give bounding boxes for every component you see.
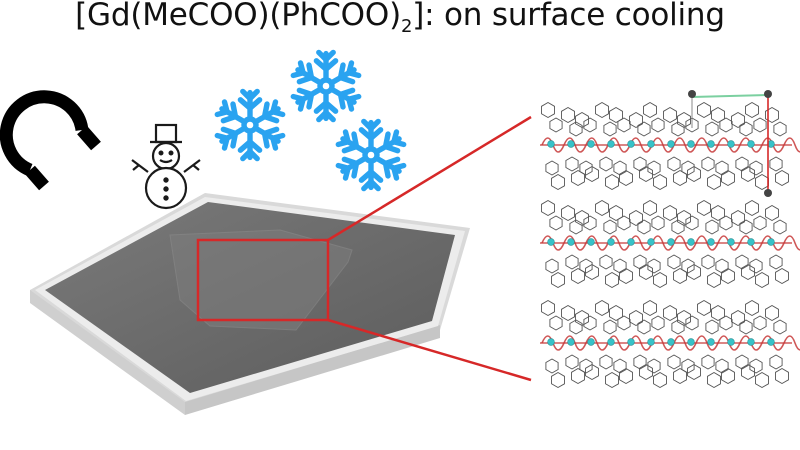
- snowflakes-group: [214, 49, 407, 192]
- thin-film: [169, 229, 353, 331]
- figure-title: [Gd(MeCOO)(PhCOO)2]: on surface cooling: [0, 0, 800, 49]
- magnet-icon: [0, 90, 101, 199]
- zoom-highlight: [196, 115, 532, 382]
- highlight-box: [196, 238, 330, 322]
- title-prefix: [Gd(MeCOO)(PhCOO): [75, 0, 401, 33]
- substrate-slab: [30, 193, 470, 415]
- snowflake-icon: [290, 49, 362, 123]
- coordination-chain: [540, 199, 800, 289]
- zoom-line-bottom: [327, 318, 532, 382]
- coordination-chain: [540, 299, 800, 389]
- title-suffix: ]: on surface cooling: [412, 0, 725, 33]
- zoom-line-top: [327, 115, 532, 242]
- snowflake-icon: [214, 88, 286, 162]
- snowflake-icon: [335, 118, 407, 192]
- title-subscript: 2: [400, 16, 413, 37]
- crystal-structure: [540, 101, 800, 389]
- unit-cell-axes: [688, 90, 772, 197]
- coordination-chain: [540, 101, 800, 191]
- snowman-icon: [131, 123, 201, 210]
